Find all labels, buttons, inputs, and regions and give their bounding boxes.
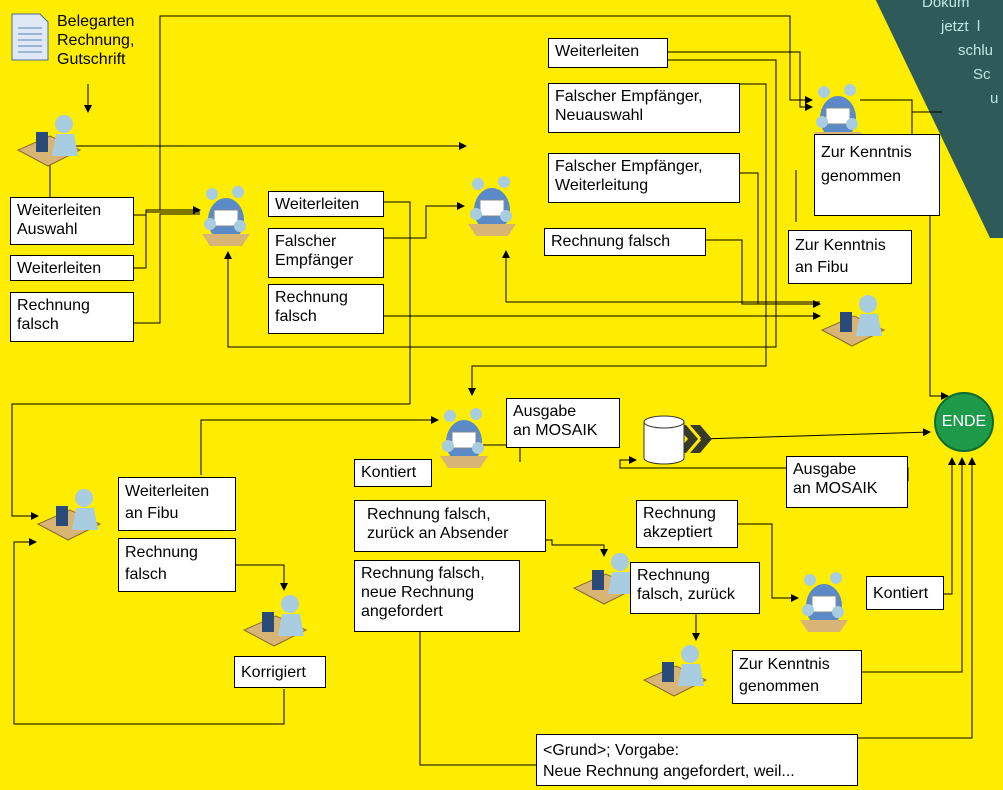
corner-note-line-1: Dokum <box>922 0 970 11</box>
person-at-computer-icon <box>240 590 310 657</box>
box-kontiert-1: Kontiert <box>354 459 432 487</box>
corner-note-line-3: schlu <box>958 42 994 59</box>
meeting-group-icon <box>466 170 518 245</box>
box-ausgabe-mosaik-1: Ausgabe an MOSAIK <box>506 398 620 448</box>
database-icon <box>643 415 685 465</box>
document-icon <box>10 12 50 62</box>
person-at-computer-icon <box>14 110 84 177</box>
meeting-group-icon <box>200 180 252 255</box>
box-falscher-empfaenger-weiterleitung: Falscher Empfänger, Weiterleitung <box>548 153 740 203</box>
box-rechnung-falsch-mid: Rechnung falsch <box>268 284 384 334</box>
box-rechnung-falsch-zurueck: Rechnung falsch, zurück <box>630 562 760 614</box>
corner-note-line-5: u <box>990 90 999 107</box>
box-zur-kenntnis-genommen-low: Zur Kenntnis genommen <box>732 650 862 704</box>
box-kontiert-2: Kontiert <box>866 576 944 610</box>
box-weiterleiten-mid: Weiterleiten <box>268 191 384 217</box>
person-at-computer-icon <box>34 484 104 551</box>
forward-chevron-icon <box>676 425 712 453</box>
source-label: Belegarten Rechnung, Gutschrift <box>57 13 135 68</box>
box-zur-kenntnis-an-fibu: Zur Kenntnis an Fibu <box>788 230 912 284</box>
corner-note-line-2: jetzt l <box>941 18 981 35</box>
box-weiterleiten-an-fibu: Weiterleiten an Fibu <box>118 477 236 531</box>
person-at-computer-icon <box>640 640 710 707</box>
box-zur-kenntnis-genommen-top: Zur Kenntnis genommen <box>814 134 940 216</box>
person-at-computer-icon <box>818 290 888 357</box>
corner-note-line-4: Sc <box>973 66 991 83</box>
box-falscher-empfaenger-neuauswahl: Falscher Empfänger, Neuauswahl <box>548 83 740 133</box>
box-ausgabe-mosaik-2: Ausgabe an MOSAIK <box>786 456 908 508</box>
box-falscher-empfaenger-mid: Falscher Empfänger <box>268 228 384 278</box>
meeting-group-icon <box>798 566 850 641</box>
box-rechnung-akzeptiert: Rechnung akzeptiert <box>636 500 738 548</box>
end-node: ENDE <box>934 392 994 452</box>
box-weiterleiten-top: Weiterleiten <box>548 38 668 68</box>
box-rechnung-falsch-low: Rechnung falsch <box>118 538 236 592</box>
box-rechnung-falsch-top: Rechnung falsch <box>544 228 706 256</box>
box-rechnung-falsch-left: Rechnung falsch <box>10 292 134 342</box>
box-rechnung-falsch-zurueck-absender: Rechnung falsch, zurück an Absender <box>354 500 546 552</box>
box-grund-vorgabe: <Grund>; Vorgabe: Neue Rechnung angeford… <box>536 734 858 786</box>
meeting-group-icon <box>438 402 490 477</box>
box-korrigiert: Korrigiert <box>234 656 326 688</box>
box-weiterleiten-auswahl: Weiterleiten Auswahl <box>10 197 134 245</box>
box-weiterleiten-left: Weiterleiten <box>10 255 134 281</box>
box-rechnung-falsch-neue-rechnung: Rechnung falsch, neue Rechnung angeforde… <box>354 560 520 632</box>
